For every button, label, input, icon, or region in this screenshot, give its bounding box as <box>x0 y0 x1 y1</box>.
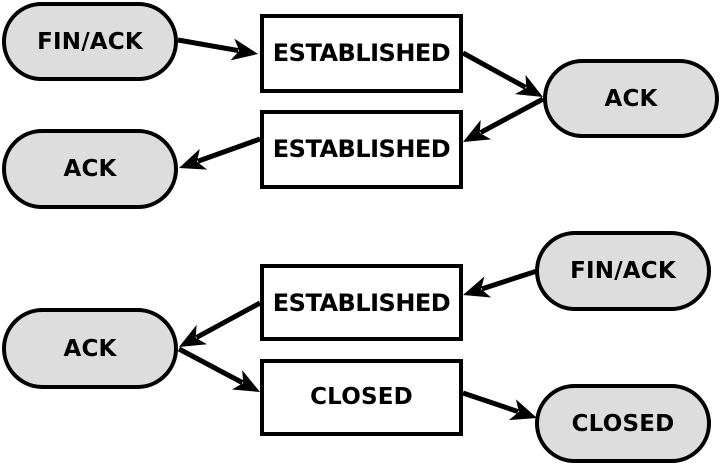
node-label: ESTABLISHED <box>272 39 451 67</box>
node-ack-left-top[interactable]: ACK <box>2 129 178 209</box>
node-closed-rect[interactable]: CLOSED <box>260 359 463 436</box>
node-ack-right-top[interactable]: ACK <box>543 59 719 138</box>
edge-e5 <box>481 268 538 292</box>
arrow-head-icon-e5 <box>463 276 492 298</box>
arrow-head-icon-e8 <box>508 399 537 421</box>
node-closed-pill[interactable]: CLOSED <box>535 384 711 463</box>
node-label: CLOSED <box>310 384 413 410</box>
edge-e2 <box>461 50 527 90</box>
edge-e6 <box>195 300 262 340</box>
arrow-head-icon-e4 <box>179 148 208 170</box>
node-established-1[interactable]: ESTABLISHED <box>260 14 463 93</box>
node-label: ACK <box>63 156 117 182</box>
edge-e4 <box>196 136 261 164</box>
node-established-3[interactable]: ESTABLISHED <box>260 264 463 341</box>
arrow-head-icon-e1 <box>230 38 258 61</box>
edge-e7 <box>177 346 244 385</box>
edge-e8 <box>462 390 519 414</box>
node-label: ACK <box>63 335 117 362</box>
node-established-2[interactable]: ESTABLISHED <box>260 110 463 189</box>
edge-e3 <box>479 96 545 135</box>
node-label: FIN/ACK <box>570 258 676 284</box>
node-fin-ack-right[interactable]: FIN/ACK <box>535 231 711 311</box>
node-label: ACK <box>604 85 658 112</box>
arrow-head-icon-e3 <box>463 120 492 142</box>
node-label: ESTABLISHED <box>272 135 451 163</box>
node-ack-left-bottom[interactable]: ACK <box>2 308 178 389</box>
node-fin-ack-top-left[interactable]: FIN/ACK <box>2 2 178 81</box>
node-label: ESTABLISHED <box>272 289 451 317</box>
node-label: CLOSED <box>571 410 675 437</box>
arrow-head-icon-e2 <box>514 74 543 97</box>
arrow-head-icon-e6 <box>179 324 208 347</box>
edge-e1 <box>177 37 239 54</box>
arrow-head-icon-e7 <box>231 370 260 392</box>
node-label: FIN/ACK <box>37 28 143 55</box>
